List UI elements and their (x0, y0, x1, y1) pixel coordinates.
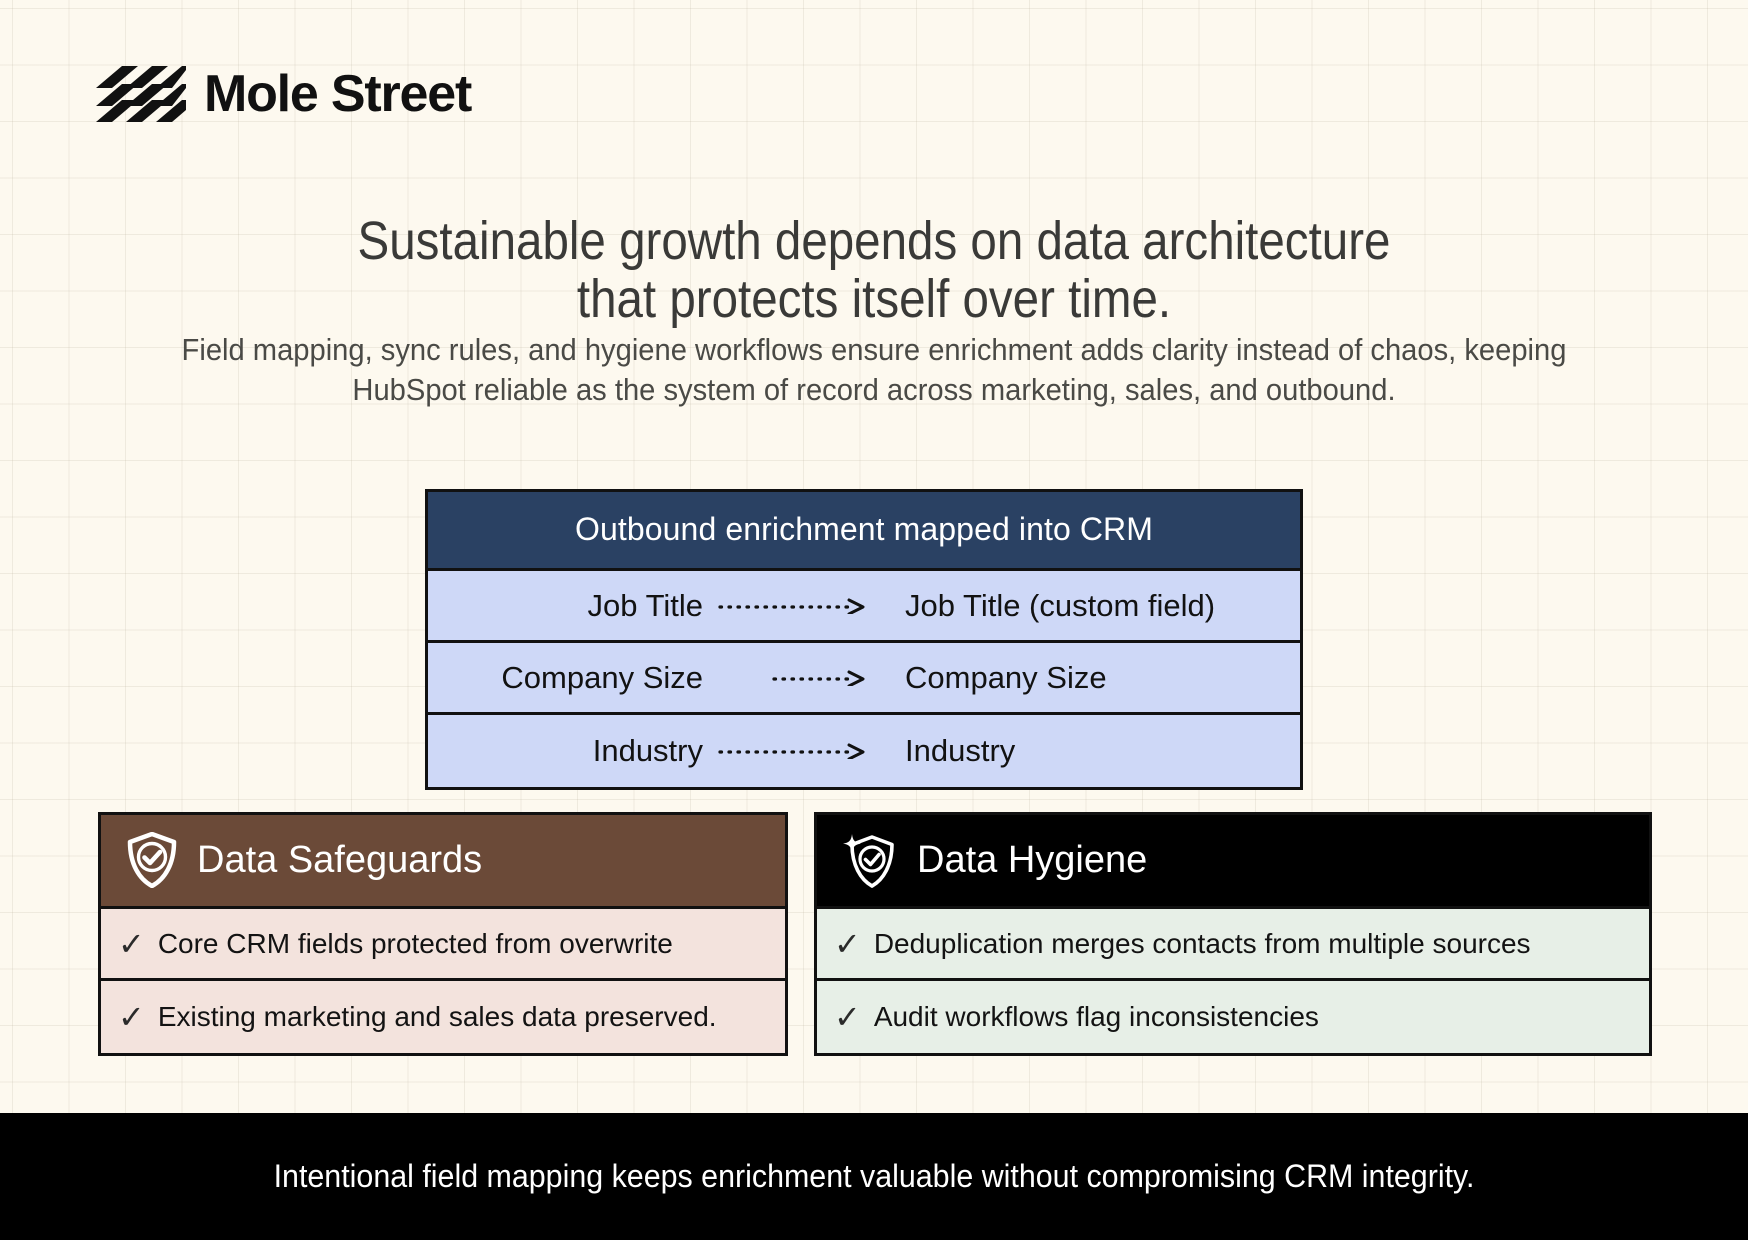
list-item: ✓ Audit workflows flag inconsistencies (817, 981, 1649, 1053)
diagonal-stripes-mark-icon (96, 66, 186, 122)
shield-check-filled-icon (127, 832, 177, 888)
list-item-label: Existing marketing and sales data preser… (157, 1001, 717, 1032)
page-title: Sustainable growth depends on data archi… (357, 211, 1391, 330)
list-item: ✓ Existing marketing and sales data pres… (101, 981, 785, 1053)
check-icon: ✓ (118, 999, 145, 1035)
check-icon: ✓ (834, 925, 861, 962)
mapping-source-field: Industry (592, 733, 703, 768)
mapping-target-field: Industry (905, 733, 1016, 768)
page-subtitle: Field mapping, sync rules, and hygiene w… (181, 332, 1567, 408)
dotted-arrow-right-icon (709, 598, 879, 614)
mapping-target-field: Company Size (905, 659, 1107, 695)
brand-logo: Mole Street (96, 65, 472, 123)
card-title: Data Safeguards (197, 839, 483, 881)
card-data-hygiene: Data Hygiene ✓ Deduplication merges cont… (814, 812, 1652, 1056)
list-item: ✓ Deduplication merges contacts from mul… (817, 909, 1649, 981)
card-header: Data Hygiene (817, 815, 1649, 909)
table-row: Job Title Job Title (custom field) (428, 571, 1300, 643)
list-item-label: Deduplication merges contacts from multi… (873, 927, 1531, 959)
check-icon: ✓ (118, 925, 145, 962)
mapping-source-field: Company Size (501, 659, 703, 695)
check-icon: ✓ (834, 999, 861, 1035)
dotted-arrow-right-icon (709, 670, 879, 686)
table-row: Industry Industry (428, 715, 1300, 787)
table-row: Company Size Company Size (428, 643, 1300, 715)
list-item-label: Audit workflows flag inconsistencies (873, 1001, 1319, 1032)
footer-bar: Intentional field mapping keeps enrichme… (0, 1113, 1748, 1240)
mapping-table: Outbound enrichment mapped into CRM Job … (425, 489, 1303, 790)
footer-text: Intentional field mapping keeps enrichme… (273, 1158, 1475, 1194)
dotted-arrow-right-icon (709, 743, 879, 759)
card-header: Data Safeguards (101, 815, 785, 909)
list-item: ✓ Core CRM fields protected from overwri… (101, 909, 785, 981)
brand-name: Mole Street (204, 65, 472, 123)
list-item-label: Core CRM fields protected from overwrite (157, 927, 673, 959)
card-title: Data Hygiene (917, 839, 1148, 881)
mapping-source-field: Job Title (587, 587, 703, 623)
shield-sparkle-check-outline-icon (843, 834, 894, 888)
mapping-target-field: Job Title (custom field) (905, 587, 1216, 623)
card-data-safeguards: Data Safeguards ✓ Core CRM fields protec… (98, 812, 788, 1056)
mapping-table-title: Outbound enrichment mapped into CRM (428, 492, 1300, 571)
